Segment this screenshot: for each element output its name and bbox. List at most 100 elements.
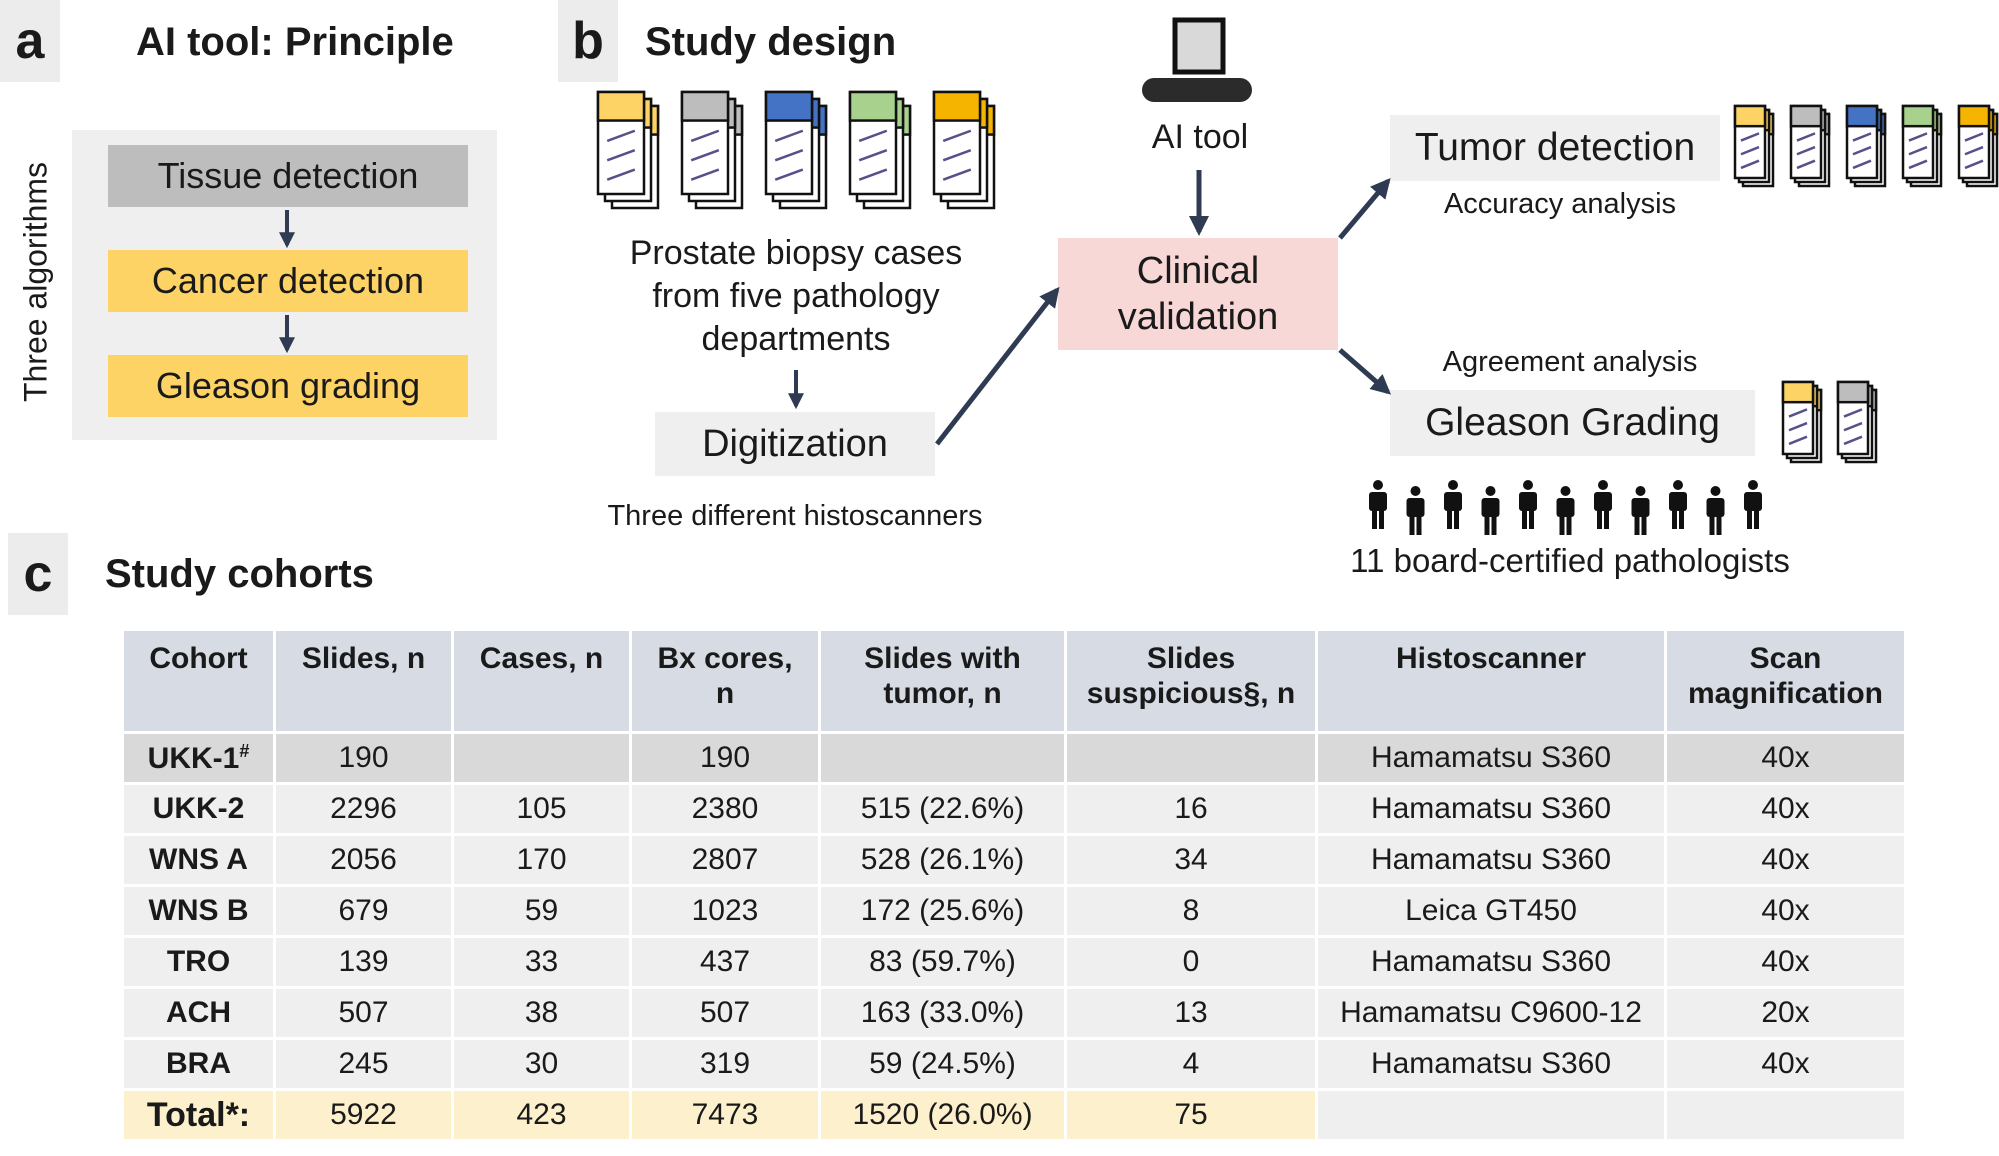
- cell-suspicious: 16: [1064, 782, 1318, 836]
- person-icon: [1631, 486, 1650, 535]
- header-slides-tumor: Slides with tumor, n: [818, 628, 1067, 734]
- cell-scanner: Hamamatsu S360: [1315, 833, 1667, 887]
- cell-scanner: Hamamatsu S360: [1315, 935, 1667, 989]
- cell-cases: 105: [451, 782, 632, 836]
- cell-cohort: Total*:: [121, 1088, 276, 1142]
- cell-slides: 2296: [273, 782, 454, 836]
- pathologists-caption: 11 board-certified pathologists: [1350, 542, 1790, 579]
- cell-cores: 507: [629, 986, 821, 1040]
- cell-cases: 38: [451, 986, 632, 1040]
- cell-cases: 170: [451, 833, 632, 887]
- cell-cores: 7473: [629, 1088, 821, 1142]
- header-slides: Slides, n: [273, 628, 454, 734]
- cell-slides: 190: [273, 731, 454, 785]
- slide-stack-icon: [1957, 104, 1999, 188]
- biopsy-caption: Prostate biopsy cases from five patholog…: [629, 234, 963, 358]
- cell-slides: 679: [273, 884, 454, 938]
- cell-scanner: [1315, 1088, 1667, 1142]
- cell-slides: 139: [273, 935, 454, 989]
- cell-cases: 423: [451, 1088, 632, 1142]
- cell-cohort: BRA: [121, 1037, 276, 1091]
- cell-slides: 507: [273, 986, 454, 1040]
- cell-tumor: 163 (33.0%): [818, 986, 1067, 1040]
- cell-scanner: Hamamatsu S360: [1315, 1037, 1667, 1091]
- cell-cases: 30: [451, 1037, 632, 1091]
- panel-letter-a: a: [0, 0, 60, 82]
- header-cases: Cases, n: [451, 628, 632, 734]
- person-icon: [1556, 486, 1575, 535]
- cell-mag: 40x: [1664, 1037, 1907, 1091]
- panel-a-title: AI tool: Principle: [136, 20, 454, 64]
- cell-tumor: 528 (26.1%): [818, 833, 1067, 887]
- person-icon: [1744, 480, 1762, 529]
- table-header-row: Cohort Slides, n Cases, n Bx cores, n Sl…: [121, 628, 1907, 734]
- histoscanners-caption: Three different histoscanners: [607, 500, 983, 532]
- cell-cores: 2807: [629, 833, 821, 887]
- cell-suspicious: 0: [1064, 935, 1318, 989]
- cell-tumor: 172 (25.6%): [818, 884, 1067, 938]
- cell-cases: [451, 731, 632, 785]
- panel-c-title: Study cohorts: [105, 552, 374, 596]
- slide-stack-icon: [932, 90, 996, 210]
- cell-cohort: TRO: [121, 935, 276, 989]
- cell-cases: 33: [451, 935, 632, 989]
- cell-mag: 40x: [1664, 935, 1907, 989]
- clinical-validation-box: Clinical validation: [1058, 238, 1338, 350]
- cell-mag: 40x: [1664, 833, 1907, 887]
- slide-stack-icon: [596, 90, 660, 210]
- person-icon: [1706, 486, 1725, 535]
- cell-mag: 20x: [1664, 986, 1907, 1040]
- cell-scanner: Leica GT450: [1315, 884, 1667, 938]
- accuracy-analysis-label: Accuracy analysis: [1443, 188, 1677, 220]
- cell-slides: 245: [273, 1037, 454, 1091]
- cell-cores: 319: [629, 1037, 821, 1091]
- header-cohort: Cohort: [121, 628, 276, 734]
- cell-cohort: UKK-1#: [121, 731, 276, 785]
- three-algorithms-label: Three algorithms: [17, 161, 54, 403]
- tumor-detection-box: Tumor detection: [1390, 115, 1720, 181]
- header-histoscanner: Histoscanner: [1315, 628, 1667, 734]
- slide-stack-icon: [764, 90, 828, 210]
- slide-stack-icon: [1733, 104, 1775, 188]
- person-icon: [1519, 480, 1537, 529]
- cell-cores: 190: [629, 731, 821, 785]
- cell-suspicious: 75: [1064, 1088, 1318, 1142]
- cell-mag: 40x: [1664, 782, 1907, 836]
- cell-scanner: Hamamatsu S360: [1315, 782, 1667, 836]
- ai-tool-label: AI tool: [1151, 118, 1249, 156]
- slide-stack-icon: [1836, 380, 1878, 464]
- person-icon: [1594, 480, 1612, 529]
- person-icon: [1369, 480, 1387, 529]
- panel-b-title: Study design: [645, 20, 897, 64]
- slide-stack-icon: [1789, 104, 1831, 188]
- agreement-analysis-label: Agreement analysis: [1442, 346, 1698, 378]
- cell-tumor: 83 (59.7%): [818, 935, 1067, 989]
- cell-cores: 437: [629, 935, 821, 989]
- gleason-grading-result-box: Gleason Grading: [1390, 390, 1755, 456]
- cell-cases: 59: [451, 884, 632, 938]
- slide-stack-icon: [1845, 104, 1887, 188]
- slide-stack-icon: [1781, 380, 1823, 464]
- cell-cores: 1023: [629, 884, 821, 938]
- laptop-icon: [1142, 17, 1252, 102]
- digitization-box: Digitization: [655, 412, 935, 476]
- cell-mag: 40x: [1664, 731, 1907, 785]
- cell-mag: [1664, 1088, 1907, 1142]
- cell-tumor: [818, 731, 1067, 785]
- cell-tumor: 59 (24.5%): [818, 1037, 1067, 1091]
- cell-tumor: 1520 (26.0%): [818, 1088, 1067, 1142]
- tissue-detection-box: Tissue detection: [108, 145, 468, 207]
- header-scan-magnification: Scan magnification: [1664, 628, 1907, 734]
- cell-suspicious: 8: [1064, 884, 1318, 938]
- panel-letter-b: b: [558, 0, 618, 82]
- person-icon: [1406, 486, 1425, 535]
- study-cohorts-table: Cohort Slides, n Cases, n Bx cores, n Sl…: [121, 628, 1907, 1142]
- arrow-validation-to-gleason: [1338, 348, 1392, 395]
- arrow-validation-to-tumor: [1338, 177, 1391, 240]
